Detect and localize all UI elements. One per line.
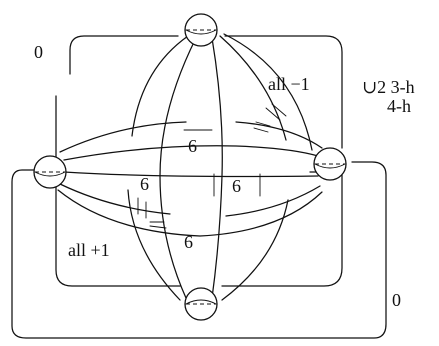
ball-left: [33, 155, 67, 189]
union-3-handles-label: ∪2 3-h: [362, 77, 415, 97]
twist-label-all-minus-one: all −1: [268, 74, 310, 94]
twist-count-center: 6: [232, 176, 241, 196]
ball-top: [184, 13, 218, 47]
outer-loop-bottom-right: [11, 161, 387, 339]
four-handle-label: 4-h: [387, 96, 411, 116]
outer-loop-top-left: [55, 35, 343, 287]
twist-count-left: 6: [140, 174, 149, 194]
vertical-band: [127, 33, 313, 301]
twist-count-bottom: 6: [184, 232, 193, 252]
horizontal-band: [57, 121, 323, 237]
framing-label-bottom-right: 0: [392, 290, 401, 310]
twist-count-top: 6: [188, 136, 197, 156]
ball-right: [313, 147, 347, 181]
twist-label-all-plus-one: all +1: [68, 240, 110, 260]
twist-marks: [137, 103, 287, 229]
framing-label-top-left: 0: [34, 42, 43, 62]
ball-bottom: [184, 287, 218, 321]
